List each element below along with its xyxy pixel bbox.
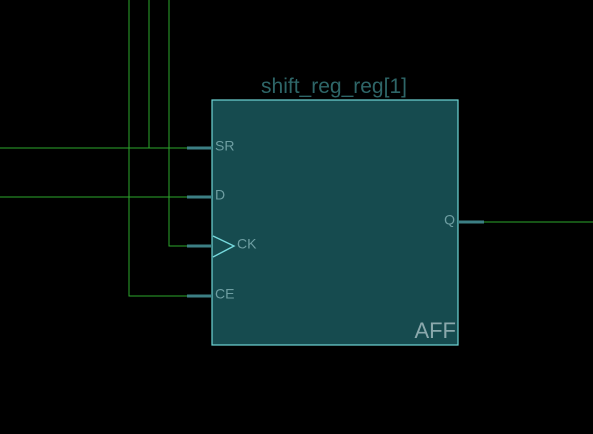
pin-stubs — [187, 146, 484, 298]
pin-label-d: D — [215, 187, 225, 203]
cell-type-label: AFF — [414, 318, 456, 343]
pin-label-ce: CE — [215, 286, 234, 302]
nets — [0, 0, 593, 297]
clock-triangle-icon — [212, 235, 236, 258]
pin-label-ck: CK — [237, 236, 257, 252]
net-ck[interactable] — [168, 0, 187, 247]
pin-label-sr: SR — [215, 138, 234, 154]
cell-instance-name[interactable]: shift_reg_reg[1] — [261, 75, 407, 98]
pin-label-q: Q — [444, 212, 455, 228]
cell-body[interactable] — [212, 100, 458, 345]
net-ce[interactable] — [128, 0, 187, 297]
